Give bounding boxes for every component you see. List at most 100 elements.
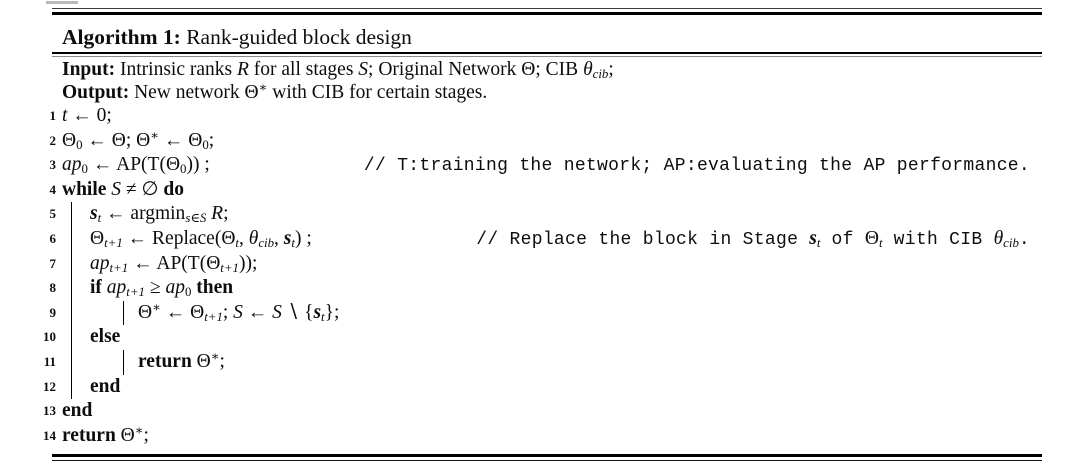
- scan-artifact-mark: [46, 1, 78, 4]
- line-number: 13: [43, 403, 56, 419]
- io-segment: New network Θ: [129, 82, 259, 103]
- code-segment: t: [235, 236, 239, 251]
- algorithm-caption-label: Algorithm 1:: [62, 25, 181, 49]
- code-segment: else: [90, 326, 121, 348]
- code-segment: ∗: [152, 300, 161, 315]
- code-segment: ,: [274, 227, 284, 249]
- code-segment: s: [283, 227, 292, 249]
- code-segment: ∗: [210, 349, 220, 364]
- code-segment: ← Replace(Θ: [122, 227, 236, 249]
- code-segment: while: [62, 178, 112, 200]
- comment-segment: of: [820, 229, 865, 250]
- code-segment: ) ;: [294, 227, 312, 249]
- code-segment: S: [233, 301, 243, 323]
- output-line: Output: New network Θ∗ with CIB for cert…: [52, 81, 1042, 104]
- io-segment: ; Original Network Θ; CIB: [368, 59, 584, 80]
- bottom-rule: [52, 454, 1042, 461]
- io-segment: Intrinsic ranks: [115, 59, 237, 80]
- code-text: if apt+1 ≥ ap0 then: [52, 276, 233, 301]
- input-line: Input: Intrinsic ranks R for all stages …: [52, 58, 1042, 81]
- io-segment: cib: [592, 67, 609, 82]
- indent-bar: [71, 251, 72, 277]
- indent-bar: [71, 300, 72, 326]
- code-segment: 0: [202, 137, 209, 152]
- comment-segment: θ: [993, 227, 1004, 249]
- code-text: t ← 0;: [52, 104, 112, 129]
- code-text: return Θ∗;: [52, 424, 149, 449]
- indent-bar: [71, 325, 72, 350]
- header-rule: [52, 52, 1042, 57]
- code-line: 10 else: [43, 325, 1042, 350]
- line-number: 10: [43, 329, 56, 345]
- code-segment: ;: [219, 350, 225, 372]
- code-segment: 0: [184, 285, 192, 300]
- indent-bar: [123, 349, 124, 375]
- line-number: 2: [49, 132, 57, 148]
- code-segment: return: [138, 350, 197, 372]
- indent-bar: [71, 349, 72, 375]
- code-segment: return: [62, 424, 121, 446]
- code-segment: ← AP(T(Θ: [87, 154, 181, 176]
- code-segment: do: [163, 178, 184, 200]
- code-segment: S: [111, 178, 122, 200]
- code-segment: t: [62, 105, 68, 126]
- comment-text: // T:training the network; AP:evaluating…: [364, 153, 1030, 179]
- algorithm-caption-title: Rank-guided block design: [180, 25, 412, 49]
- code-segment: if: [90, 277, 107, 299]
- comment-segment: Θ: [864, 227, 879, 249]
- code-segment: end: [90, 375, 121, 397]
- comment-segment: t: [816, 236, 821, 251]
- code-segment: Θ: [120, 424, 135, 446]
- comment-segment: cib: [1003, 236, 1019, 251]
- code-text: Θ0 ← Θ; Θ∗ ← Θ0;: [52, 129, 214, 154]
- code-segment: t+1: [126, 285, 145, 300]
- code-segment: ← 0;: [67, 105, 112, 126]
- line-number: 9: [49, 304, 57, 320]
- code-segment: ∗: [134, 423, 144, 438]
- code-segment: ap: [62, 154, 82, 176]
- line-number: 1: [49, 108, 57, 123]
- top-rule: [52, 8, 1042, 15]
- io-segment: for all stages: [248, 59, 359, 80]
- io-segment: ∗: [258, 80, 268, 95]
- algorithm-body: Input: Intrinsic ranks R for all stages …: [43, 58, 1042, 449]
- code-text: return Θ∗;: [52, 350, 225, 375]
- code-segment: };: [324, 301, 340, 323]
- indent-bar: [71, 226, 72, 252]
- code-segment: Θ: [138, 301, 153, 323]
- code-segment: then: [191, 277, 234, 299]
- code-segment: s: [313, 301, 322, 323]
- line-number: 7: [49, 255, 57, 271]
- io-segment: Input:: [62, 59, 116, 80]
- code-segment: t+1: [104, 236, 123, 251]
- code-segment: Θ: [62, 129, 77, 151]
- line-number: 5: [49, 206, 57, 222]
- comment-segment: with CIB: [882, 229, 994, 250]
- code-text: end: [52, 375, 120, 400]
- code-segment: ap: [90, 252, 110, 274]
- code-segment: ;: [208, 129, 215, 151]
- indent-bar: [71, 276, 72, 301]
- code-segment: t: [97, 211, 102, 226]
- comment-segment: .: [1018, 229, 1030, 250]
- code-segment: s∈S: [185, 211, 207, 226]
- line-number: 4: [49, 181, 57, 197]
- code-text: Θ∗ ← Θt+1; S ← S ∖ {st};: [52, 301, 339, 326]
- code-segment: ← argmin: [101, 203, 186, 225]
- indent-bar: [71, 202, 72, 227]
- code-segment: Θ: [90, 227, 105, 249]
- line-number: 3: [49, 157, 57, 173]
- io-segment: S: [358, 59, 369, 80]
- code-segment: S: [272, 301, 282, 323]
- code-segment: ));: [238, 252, 258, 274]
- io-block: Input: Intrinsic ranks R for all stages …: [52, 58, 1042, 104]
- code-segment: ;: [223, 203, 229, 225]
